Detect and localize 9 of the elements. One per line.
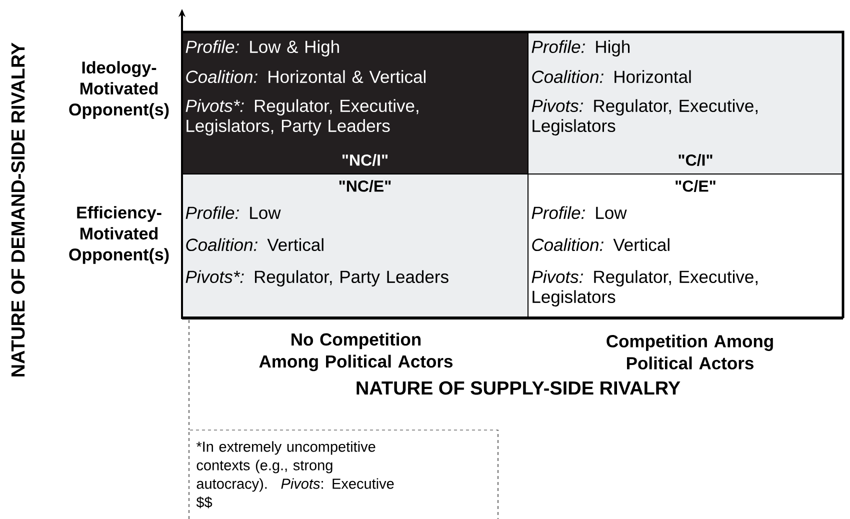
axis-title: NATURE OF SUPPLY-SIDE RIVALRY: [356, 381, 680, 395]
quadrant-box: "NC/E" Profile: Low Coalition: Vertical Pivots*: Regulator, Party Leaders: [182, 174, 528, 318]
footnote-box: *In extremely uncompetitive contexts (e.g., strong autocracy). Pivots: Executive $$: [188, 430, 498, 519]
quadrant-box: Profile: High Coalition: Horizontal Pivots: Regulator, Executive, Legislators "C/I": [528, 32, 844, 174]
axis-title: NATURE OF DEMAND-SIDE RIVALRY: [11, 42, 25, 376]
row-label: Efficiency- Motivated Opponent(s): [69, 206, 169, 264]
quadrant-box: Profile: Low & High Coalition: Horizontal & Vertical Pivots*: Regulator, Executive, Legislators, Party Leaders "NC/I": [182, 32, 528, 174]
column-label: Competition Among Political Actors: [606, 334, 773, 370]
quadrant-box: "C/E" Profile: Low Coalition: Vertical Pivots: Regulator, Executive, Legislators: [528, 174, 844, 318]
